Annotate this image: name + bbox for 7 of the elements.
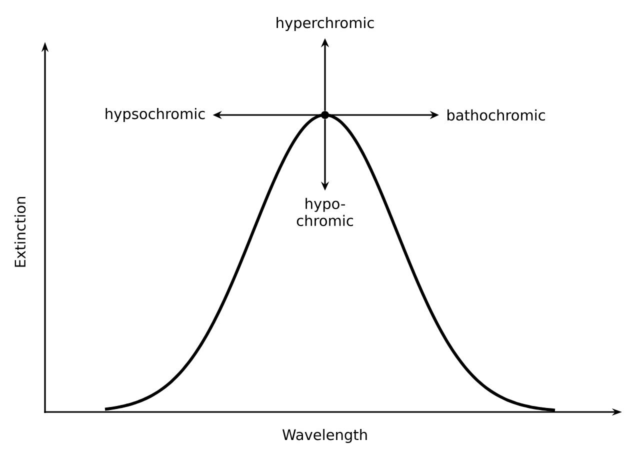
- shift-label: hypsochromic: [106, 108, 205, 122]
- shift-label: hypo- chromic: [296, 198, 353, 226]
- axis-label: Wavelength: [282, 428, 367, 443]
- shift-label: bathochromic: [448, 109, 545, 121]
- axis-label: Extinction: [14, 197, 26, 267]
- peak-dot: [321, 111, 329, 119]
- shift-label: hyperchromic: [276, 16, 374, 31]
